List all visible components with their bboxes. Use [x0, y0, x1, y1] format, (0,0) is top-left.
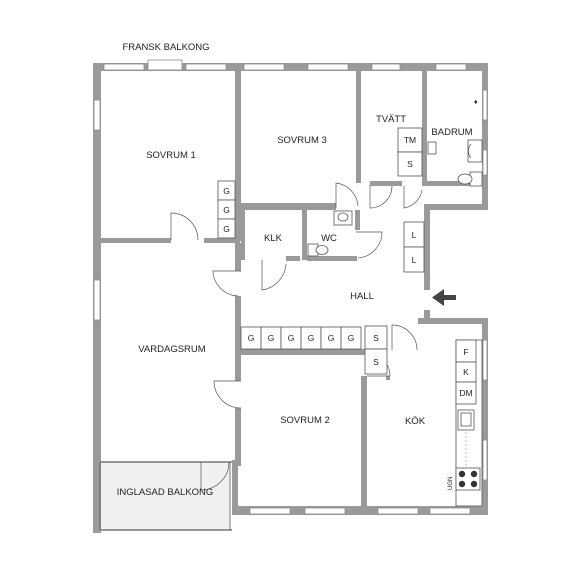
wc-label: WC: [321, 233, 337, 244]
ugn-label: UGN: [448, 477, 454, 490]
inglasad-balkong-area: [99, 461, 231, 531]
hall-l-cabinets: L L: [403, 221, 425, 273]
windows: [93, 59, 488, 531]
klk-label: KLK: [264, 233, 283, 244]
bathroom-fixtures: ♦: [427, 99, 483, 187]
inglasad-balkong-label: INGLASAD BALKONG: [117, 487, 214, 498]
closet-label: G: [328, 333, 335, 343]
hall-closet-row: G G G G G G: [240, 326, 362, 350]
cabinet-label: S: [373, 333, 379, 343]
washer-label: S: [407, 159, 413, 169]
sovrum3-label: SOVRUM 3: [277, 135, 327, 146]
closet-label: G: [223, 186, 230, 196]
tvatt-units: TM S: [397, 127, 423, 177]
doors: [170, 182, 423, 491]
hall-s-cabinets: S S: [364, 325, 388, 375]
closet-label: G: [248, 333, 255, 343]
closet-label: G: [223, 205, 230, 215]
closet-label: G: [223, 224, 230, 234]
fransk-balkong-label: FRANSK BALKONG: [122, 42, 209, 53]
svg-text:♦: ♦: [474, 99, 478, 106]
hall-label: HALL: [350, 291, 374, 302]
kok-label: KÖK: [405, 416, 426, 427]
closet-label: G: [268, 333, 275, 343]
entrance-arrow-icon: [432, 289, 456, 306]
closet-label: G: [288, 333, 295, 343]
tumbler-label: TM: [404, 135, 416, 145]
kitchen-counter: F K DM UGN: [448, 339, 483, 507]
freezer-label: K: [463, 367, 469, 377]
cabinet-label: L: [412, 255, 417, 265]
badrum-label: BADRUM: [431, 127, 472, 138]
room-labels: FRANSK BALKONG SOVRUM 1 SOVRUM 3 TVÄTT B…: [117, 42, 473, 498]
wc-fixtures: [307, 210, 353, 257]
cabinet-label: S: [373, 357, 379, 367]
closet-label: G: [348, 333, 355, 343]
dishwasher-label: DM: [459, 388, 472, 398]
cabinet-label: L: [412, 230, 417, 240]
closet-label: G: [308, 333, 315, 343]
fridge-label: F: [463, 347, 468, 357]
sovrum2-label: SOVRUM 2: [280, 415, 330, 426]
sovrum1-closets: G G G: [217, 180, 236, 239]
stove-icon: [455, 467, 481, 491]
sovrum1-label: SOVRUM 1: [146, 150, 196, 161]
tvatt-label: TVÄTT: [376, 114, 406, 125]
vardagsrum-label: VARDAGSRUM: [138, 344, 205, 355]
